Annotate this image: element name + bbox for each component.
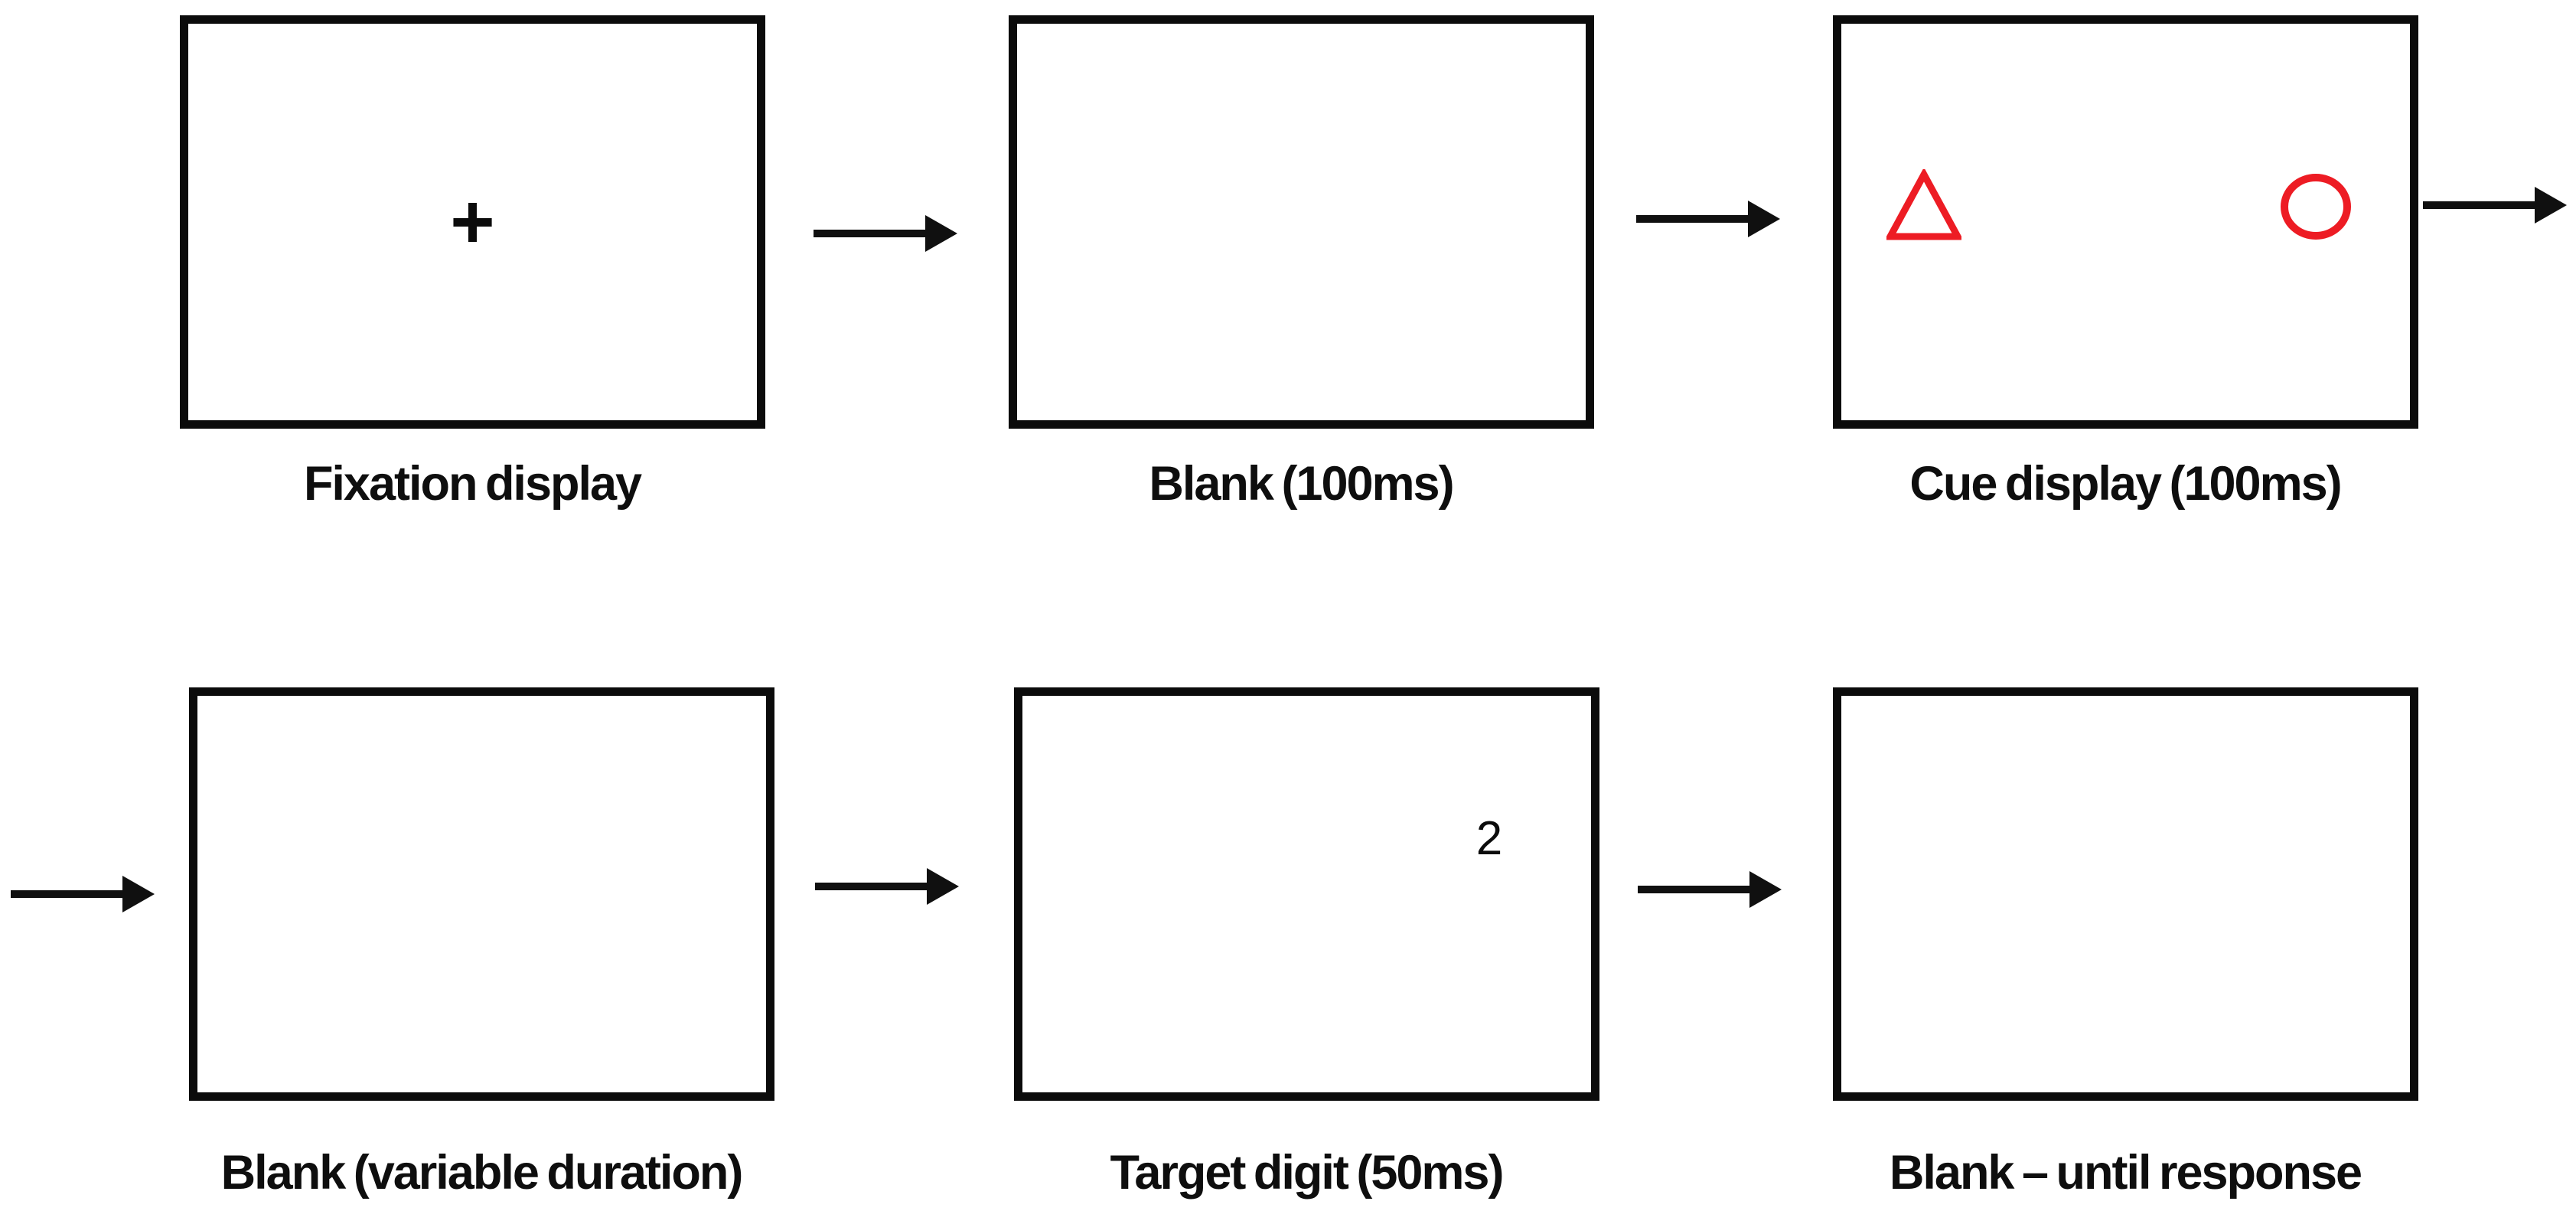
arrow-right-icon: [1638, 871, 1782, 908]
arrow-shaft: [1636, 215, 1757, 223]
arrow-right-icon: [2423, 187, 2567, 224]
screen-blank-variable: [189, 687, 774, 1101]
arrow-right-icon: [814, 215, 957, 252]
screen-blank-until-response: [1833, 687, 2418, 1101]
stage-label-blank-until-response: Blank – until response: [1889, 1146, 2362, 1200]
arrow-right-icon: [11, 876, 155, 912]
arrow-shaft: [1638, 886, 1759, 893]
screen-cue-display: [1833, 15, 2418, 429]
arrow-head: [927, 868, 959, 905]
circle-cue-icon: [2280, 173, 2352, 240]
arrow-shaft: [815, 883, 936, 890]
stage-label-target-digit: Target digit (50ms): [1110, 1146, 1505, 1200]
arrow-head: [925, 215, 957, 252]
stage-label-cue-display: Cue display (100ms): [1909, 457, 2342, 511]
screen-fixation-display: +: [180, 15, 765, 429]
arrow-head: [1749, 871, 1782, 908]
stage-label-blank-variable: Blank (variable duration): [220, 1146, 744, 1200]
stage-label-fixation: Fixation display: [303, 457, 642, 511]
screen-blank-100ms: [1009, 15, 1594, 429]
screen-target-digit: 2: [1014, 687, 1599, 1101]
arrow-shaft: [11, 890, 132, 898]
arrow-right-icon: [1636, 201, 1780, 237]
arrow-right-icon: [815, 868, 959, 905]
stage-label-blank-100ms: Blank (100ms): [1149, 457, 1454, 511]
target-digit: 2: [1475, 812, 1503, 865]
arrow-head: [1748, 201, 1780, 237]
arrow-head: [122, 876, 155, 912]
triangle-cue-icon: [1886, 169, 1961, 241]
arrow-head: [2535, 187, 2567, 224]
arrow-shaft: [2423, 201, 2544, 209]
fixation-cross: +: [450, 178, 495, 265]
arrow-shaft: [814, 230, 934, 237]
